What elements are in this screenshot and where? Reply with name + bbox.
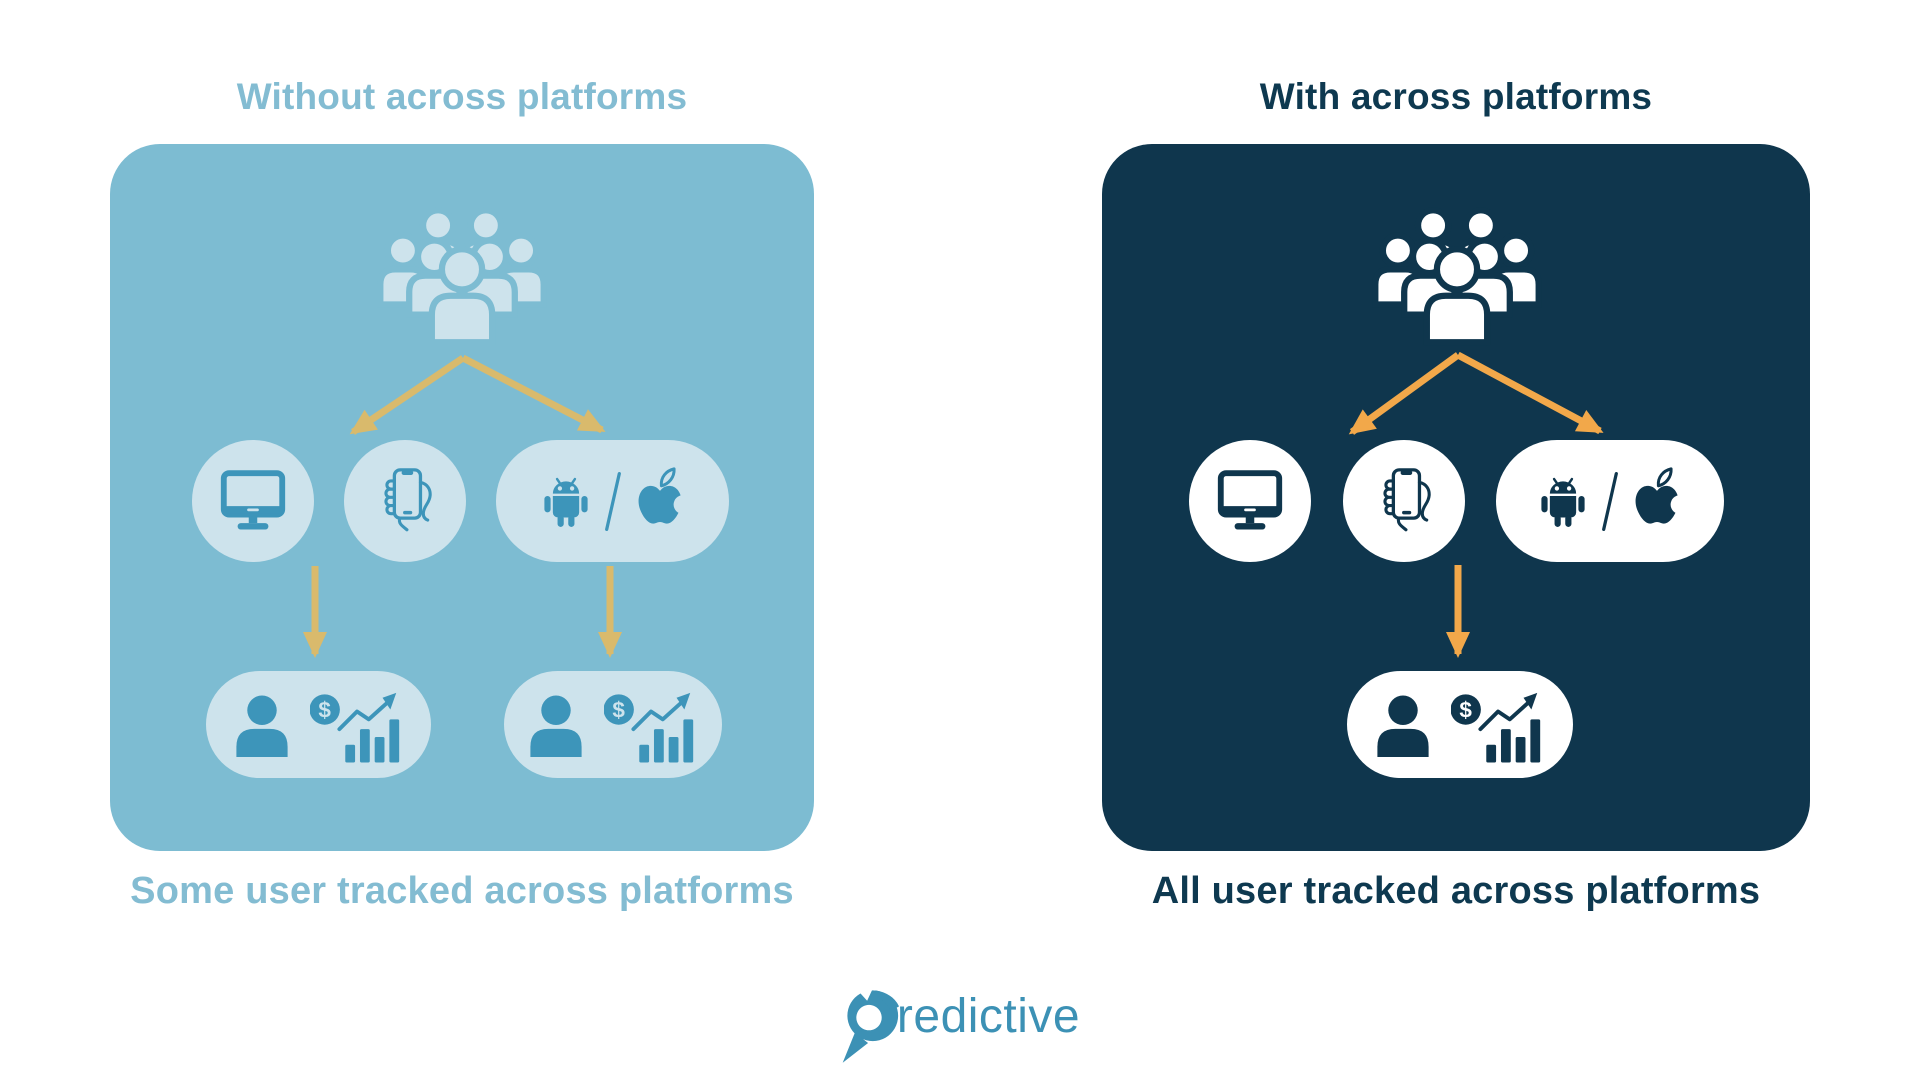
desktop-node: [1189, 440, 1311, 562]
bar-chart-icon: [1486, 719, 1541, 763]
logo-text: redictive: [896, 990, 1081, 1043]
android-icon: [543, 477, 588, 527]
without-platforms-section: Without across platforms: [110, 0, 814, 1080]
right-panel-title: With across platforms: [1259, 76, 1653, 117]
mobile-node: [1343, 440, 1465, 562]
revenue-chart-icon: $: [1451, 693, 1541, 763]
predictive-p-mark: [842, 986, 900, 1063]
user-icon: [235, 695, 288, 757]
apple-icon: [1635, 467, 1688, 524]
phone-in-hand-icon: [384, 468, 432, 532]
users-group-icon: [374, 204, 550, 346]
revenue-chart-icon: $: [604, 693, 694, 763]
right-panel-caption: All user tracked across platforms: [1151, 870, 1761, 912]
tracked-user-pill: $: [206, 671, 431, 778]
dollar-sign: $: [1459, 698, 1472, 723]
left-panel: $ $: [110, 144, 814, 851]
dollar-coin-icon: [309, 694, 340, 725]
desktop-node: [192, 440, 314, 562]
android-apple-node: [1496, 440, 1724, 562]
user-icon: [1377, 695, 1429, 757]
desktop-icon: [220, 470, 286, 530]
revenue-chart-icon: $: [309, 693, 399, 763]
dollar-sign: $: [612, 698, 625, 723]
users-group-icon: [1369, 204, 1545, 346]
bar-chart-icon: [639, 719, 694, 763]
left-panel-caption: Some user tracked across platforms: [130, 870, 794, 912]
android-apple-node: [496, 440, 729, 562]
right-panel: $: [1102, 144, 1810, 851]
left-panel-title: Without across platforms: [236, 76, 688, 117]
apple-icon: [638, 467, 691, 524]
phone-in-hand-icon: [1383, 468, 1431, 532]
bar-chart-icon: [344, 719, 399, 763]
desktop-icon: [1217, 470, 1283, 530]
slash-divider: [1602, 471, 1618, 531]
user-icon: [530, 695, 582, 757]
tracked-user-pill: $: [504, 671, 722, 778]
with-platforms-section: With across platforms: [1102, 0, 1810, 1080]
dollar-coin-icon: [1451, 694, 1481, 725]
tracked-user-pill: $: [1347, 671, 1573, 778]
predictive-logo: redictive: [840, 986, 1080, 1068]
dollar-coin-icon: [604, 694, 634, 725]
android-icon: [1541, 477, 1585, 527]
mobile-node: [344, 440, 466, 562]
dollar-sign: $: [318, 698, 331, 723]
slash-divider: [604, 471, 621, 531]
